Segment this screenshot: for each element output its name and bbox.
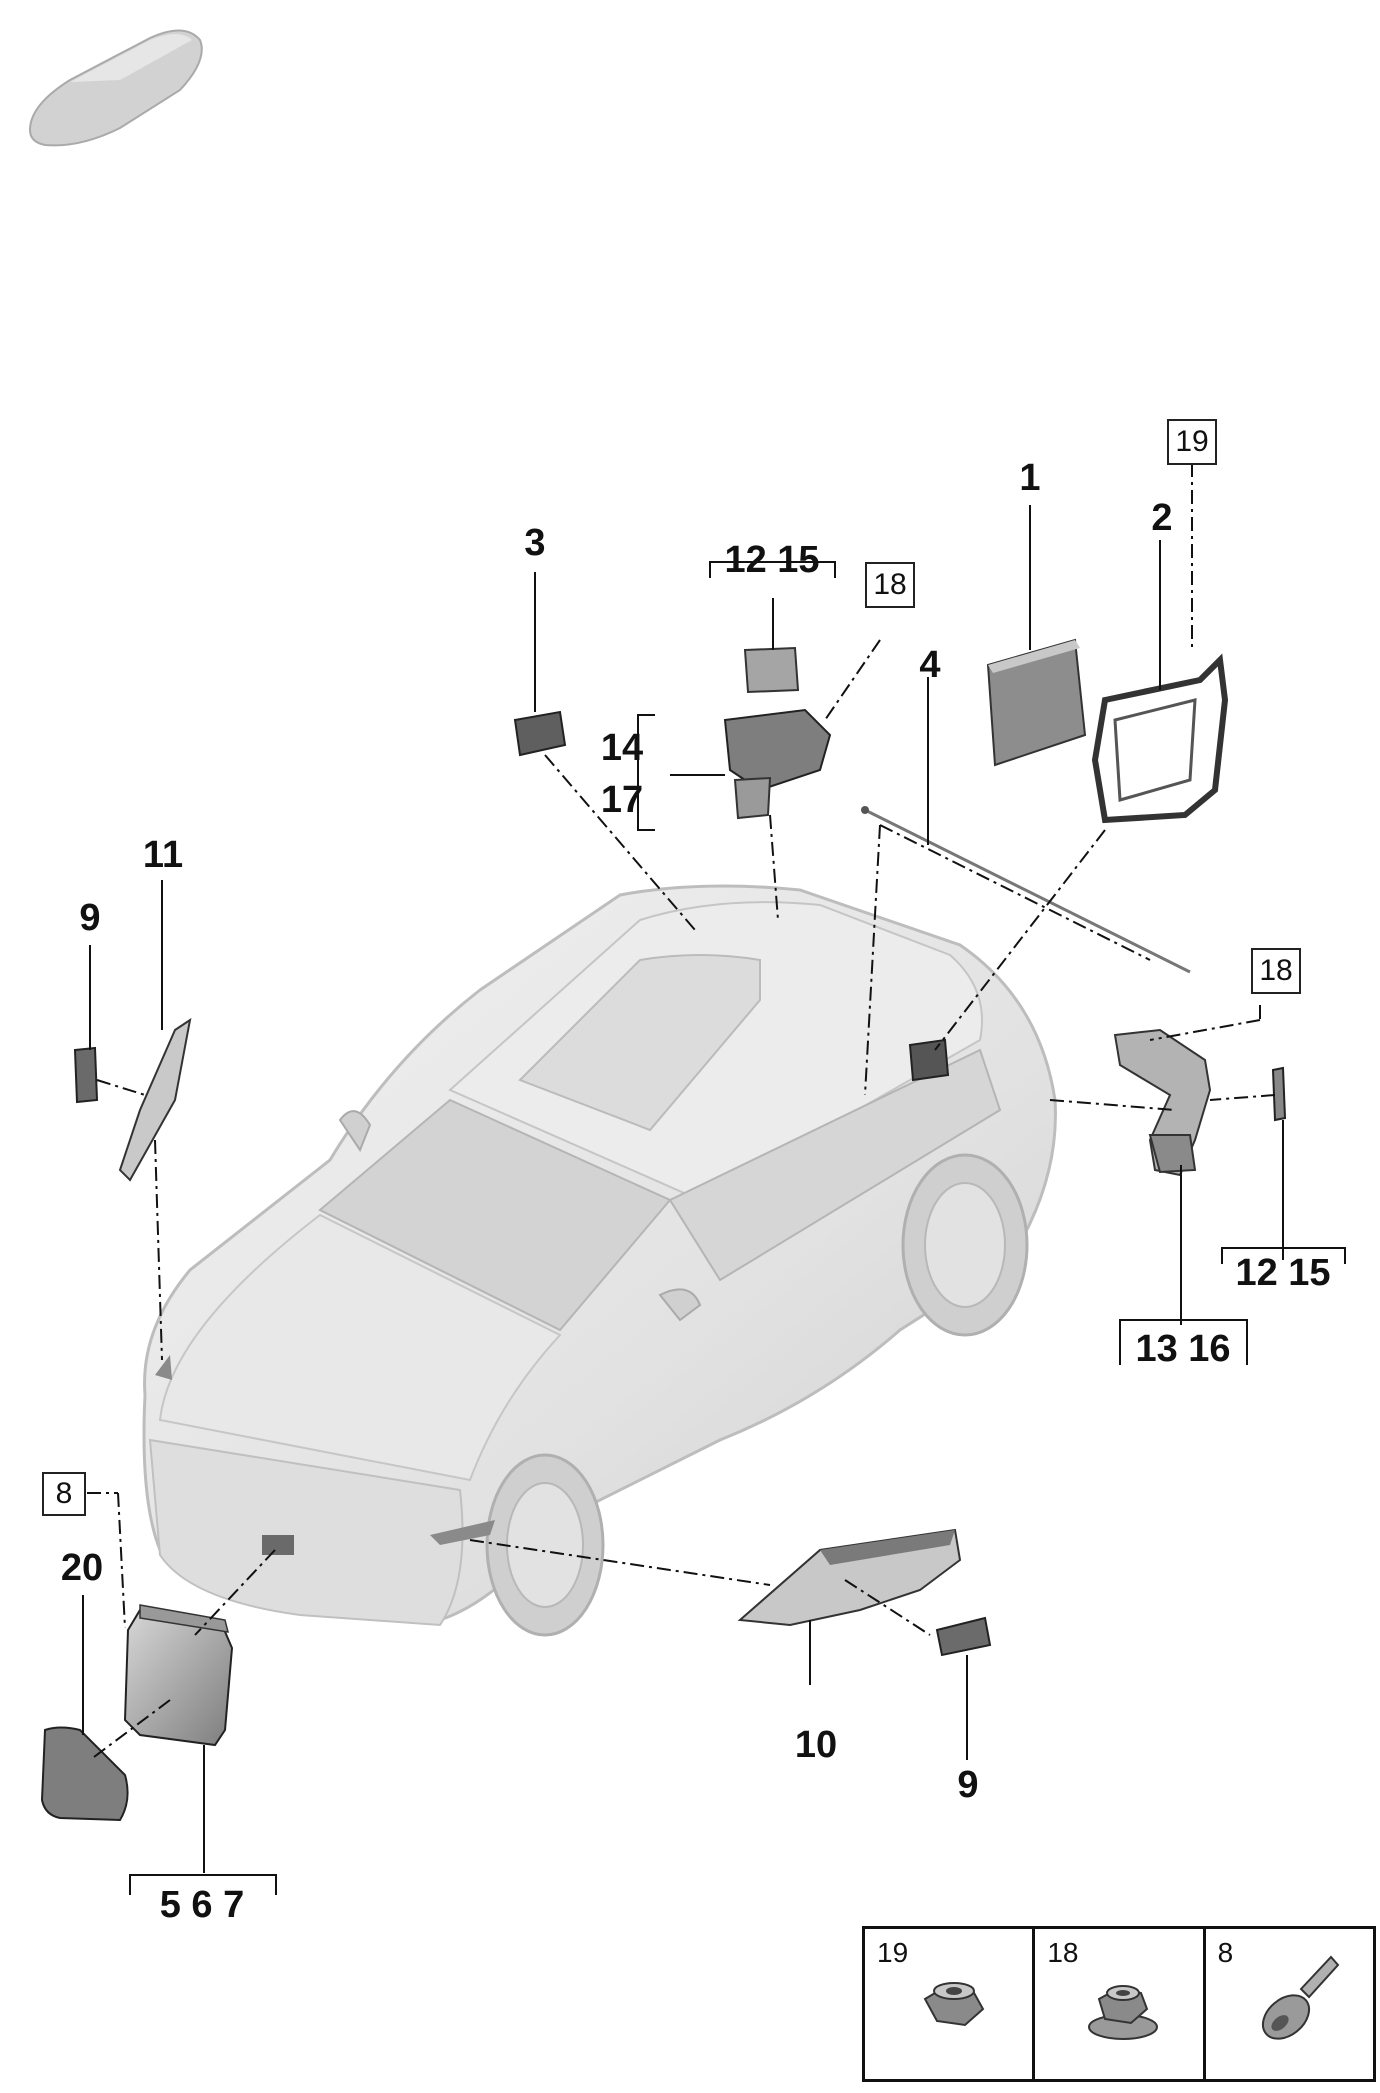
callout-9-left: 9 (79, 897, 101, 939)
hardware-number: 8 (1217, 1937, 1234, 1968)
headlight-part-10 (737, 1528, 962, 1627)
control-unit-part-1 (986, 638, 1087, 767)
callout-group-12-15-top: 12 15 (724, 539, 820, 581)
callout-14: 14 (600, 727, 644, 769)
callout-group-13-16: 13 16 (1135, 1328, 1231, 1370)
callout-1: 1 (1019, 457, 1041, 499)
leader-lines (82, 463, 1346, 1895)
callout-2: 2 (1151, 497, 1173, 539)
vehicle-thumbnail-icon (28, 29, 203, 147)
callout-9-bottom: 9 (957, 1764, 979, 1806)
bracket-part-2 (1091, 653, 1229, 824)
callout-group-5-6-7: 5 6 7 (159, 1884, 245, 1926)
vehicle-body (142, 884, 1057, 1637)
module-part-9-bottom (935, 1616, 992, 1657)
ref-box-18-top: 18 (865, 562, 915, 608)
side-light-part-11 (118, 1017, 192, 1182)
radar-sensor-part-5-6-7 (123, 1604, 234, 1747)
antenna-cable-part-4 (861, 806, 1191, 974)
module-part-9-left (73, 1046, 99, 1104)
callout-17: 17 (600, 779, 644, 821)
roof-module-assembly (723, 646, 832, 820)
torx-bolt-icon (1261, 1955, 1339, 2040)
callout-3: 3 (524, 522, 546, 564)
ref-box-18-right: 18 (1251, 948, 1301, 994)
hardware-legend-cell: 8 (1206, 1929, 1373, 2079)
hardware-number: 18 (1047, 1937, 1079, 1968)
callout-group-12-15-right: 12 15 (1235, 1252, 1331, 1294)
hardware-number: 19 (877, 1937, 909, 1968)
callout-4: 4 (919, 644, 941, 686)
ref-box-19: 19 (1167, 419, 1217, 465)
rear-brackets (908, 1028, 1287, 1177)
callout-10: 10 (794, 1724, 838, 1766)
cover-part-20 (40, 1726, 129, 1822)
ref-box-8: 8 (42, 1472, 86, 1516)
hardware-legend-cell: 18 (1035, 1929, 1206, 2079)
hardware-legend-cell: 19 (865, 1929, 1036, 2079)
callout-20: 20 (60, 1547, 104, 1589)
flange-nut-icon (1088, 1985, 1159, 2040)
hex-collar-nut-icon (923, 1982, 985, 2027)
module-part-3 (513, 710, 567, 757)
hardware-legend-table: 19 18 8 (862, 1926, 1376, 2082)
callout-11: 11 (142, 834, 184, 876)
